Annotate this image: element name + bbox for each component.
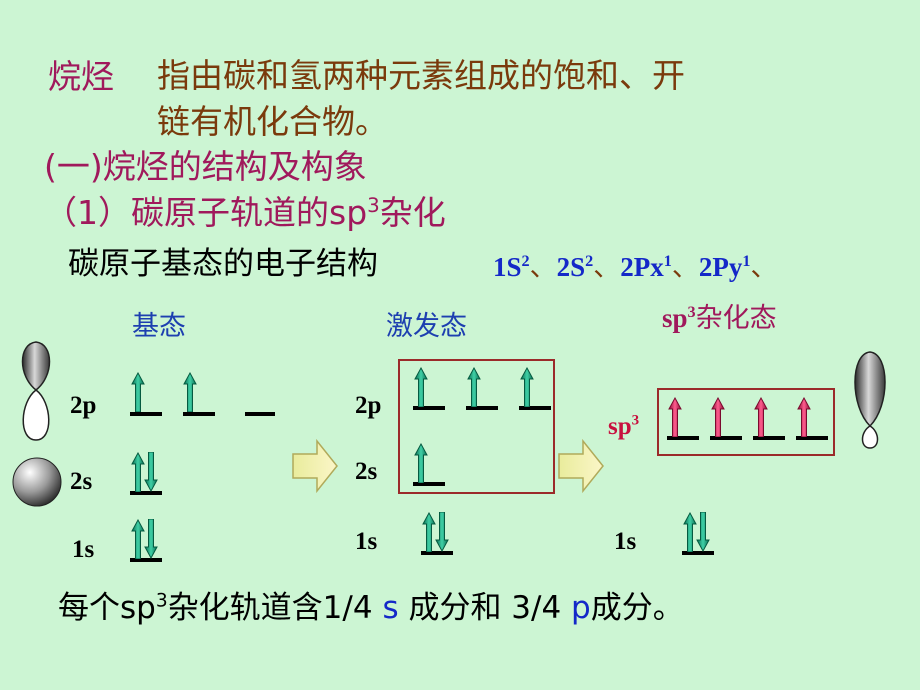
- ground-2s-orbital: [130, 491, 162, 495]
- footer-s: s: [382, 590, 399, 626]
- spin-up-arrow-icon: [131, 519, 145, 559]
- sp3-orbital-1: [667, 436, 699, 440]
- sp3-level-text: sp: [608, 413, 632, 440]
- section-heading: (一)烷烃的结构及构象: [44, 147, 367, 186]
- excited-2s-label: 2s: [355, 458, 378, 485]
- config-1s-sup: 2: [521, 252, 530, 270]
- sp3-state-label: sp3杂化态: [662, 296, 777, 335]
- ground-1s-orbital: [130, 558, 162, 562]
- electron-configuration: 1S2、2S2、2Px1、2Py1、: [493, 245, 777, 284]
- alkane-label: 烷烃: [48, 57, 114, 96]
- excited-valence-box: [398, 359, 555, 494]
- excited-2p-orbital-2: [466, 406, 498, 410]
- definition-line-2: 链有机化合物。: [157, 102, 388, 141]
- sp3-1s-label: 1s: [614, 528, 637, 555]
- excited-2s-orbital: [413, 482, 445, 486]
- definition-line-1: 指由碳和氢两种元素组成的饱和、开: [157, 56, 685, 95]
- s-orbital-icon: [12, 457, 62, 507]
- sp3-orbital-4: [796, 436, 828, 440]
- footer-p: p: [571, 590, 591, 626]
- sp3-level-label: sp3: [608, 413, 639, 441]
- excited-1s-orbital: [421, 551, 453, 555]
- ground-2p-orbital-3: [245, 412, 275, 416]
- config-2py: 2Py: [698, 252, 743, 282]
- spin-up-arrow-icon: [414, 367, 428, 407]
- sp3-orbital-3: [753, 436, 785, 440]
- p-orbital-icon: [21, 341, 51, 441]
- transition-arrow-1-icon: [292, 438, 338, 494]
- config-2py-sup: 1: [742, 252, 751, 270]
- ground-2s-label: 2s: [70, 468, 93, 495]
- spin-down-arrow-icon: [696, 512, 710, 552]
- sp3-level-sup: 3: [631, 412, 640, 429]
- spin-up-arrow-icon: [131, 372, 145, 412]
- spin-up-arrow-icon: [683, 512, 697, 552]
- excited-state-label: 激发态: [386, 311, 467, 342]
- ground-state-text: 碳原子基态的电子结构: [68, 246, 378, 282]
- spin-up-arrow-icon: [520, 367, 534, 407]
- excited-2p-label: 2p: [355, 392, 382, 419]
- sp3-state-sup: 3: [687, 303, 696, 321]
- sp3-hybrid-box: [657, 388, 835, 456]
- excited-1s-label: 1s: [355, 528, 378, 555]
- sp3-orbital-icon: [854, 351, 886, 449]
- excited-2p-orbital-1: [413, 406, 445, 410]
- config-2s-sup: 2: [585, 252, 594, 270]
- ground-2p-orbital-1: [130, 412, 162, 416]
- ground-1s-label: 1s: [72, 536, 95, 563]
- config-2px: 2Px: [620, 252, 664, 282]
- footer-sup: 3: [155, 590, 168, 612]
- subsection-heading: （1）碳原子轨道的sp3杂化: [44, 186, 446, 234]
- config-1s: 1S: [493, 252, 522, 282]
- footer-part-d: 成分。: [590, 590, 684, 626]
- ground-2p-orbital-2: [183, 412, 215, 416]
- footer-part-a: 每个sp: [58, 590, 156, 626]
- spin-up-arrow-icon: [414, 443, 428, 483]
- spin-up-arrow-icon: [183, 372, 197, 412]
- config-sep: 、: [593, 252, 621, 282]
- spin-up-red-arrow-icon: [754, 397, 768, 437]
- spin-down-arrow-icon: [144, 519, 158, 559]
- spin-up-arrow-icon: [422, 512, 436, 552]
- spin-up-red-arrow-icon: [711, 397, 725, 437]
- footer-part-c: 成分和 3/4: [398, 590, 572, 626]
- spin-down-arrow-icon: [435, 512, 449, 552]
- config-sep: 、: [529, 252, 557, 282]
- subsection-heading-sup: 3: [367, 194, 380, 217]
- config-sep: 、: [671, 252, 699, 282]
- footer-sentence: 每个sp3杂化轨道含1/4 s 成分和 3/4 p成分。: [58, 582, 684, 627]
- sp3-state-prefix: sp: [662, 303, 688, 333]
- sp3-state-suffix: 杂化态: [695, 303, 777, 334]
- subsection-heading-prefix: （1）碳原子轨道的sp: [44, 193, 368, 232]
- subsection-heading-suffix: 杂化: [379, 193, 446, 232]
- sp3-orbital-2: [710, 436, 742, 440]
- config-2px-sup: 1: [663, 252, 672, 270]
- spin-up-red-arrow-icon: [797, 397, 811, 437]
- footer-part-b: 杂化轨道含1/4: [167, 590, 383, 626]
- spin-up-arrow-icon: [467, 367, 481, 407]
- spin-up-red-arrow-icon: [668, 397, 682, 437]
- config-sep: 、: [750, 252, 778, 282]
- spin-down-arrow-icon: [144, 452, 158, 492]
- excited-2p-orbital-3: [519, 406, 551, 410]
- transition-arrow-2-icon: [558, 438, 604, 494]
- sp3-1s-orbital: [682, 551, 714, 555]
- ground-2p-label: 2p: [70, 392, 97, 419]
- spin-up-arrow-icon: [131, 452, 145, 492]
- config-2s: 2S: [556, 252, 586, 282]
- ground-state-label: 基态: [132, 311, 186, 342]
